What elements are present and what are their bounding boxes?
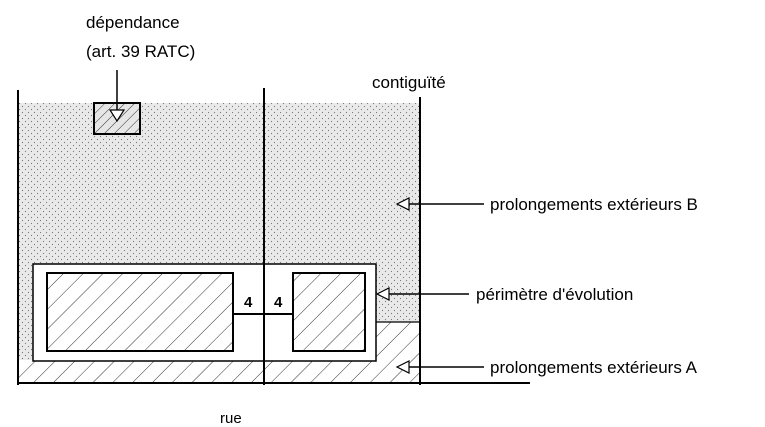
label-dependance: dépendance bbox=[86, 13, 180, 32]
label-perimetre-evolution: périmètre d'évolution bbox=[476, 285, 633, 304]
dependance-arrow-head bbox=[108, 109, 126, 123]
arrow-perimetre-head bbox=[375, 287, 390, 301]
zone-prolongements-a-strip bbox=[18, 360, 420, 382]
label-dependance-article: (art. 39 RATC) bbox=[86, 42, 195, 61]
label-prolongements-a: prolongements extérieurs A bbox=[490, 358, 698, 377]
distance-label-left: 4 bbox=[244, 294, 253, 311]
building-right bbox=[292, 272, 366, 352]
arrow-b-head bbox=[395, 197, 410, 211]
distance-label-right: 4 bbox=[274, 294, 283, 311]
zone-prolongements-a-corner bbox=[376, 322, 420, 362]
label-prolongements-b: prolongements extérieurs B bbox=[490, 195, 698, 214]
label-contiguite: contiguïté bbox=[372, 73, 446, 92]
building-left bbox=[46, 272, 234, 352]
arrow-a-head bbox=[395, 360, 410, 374]
label-rue: rue bbox=[220, 410, 242, 427]
